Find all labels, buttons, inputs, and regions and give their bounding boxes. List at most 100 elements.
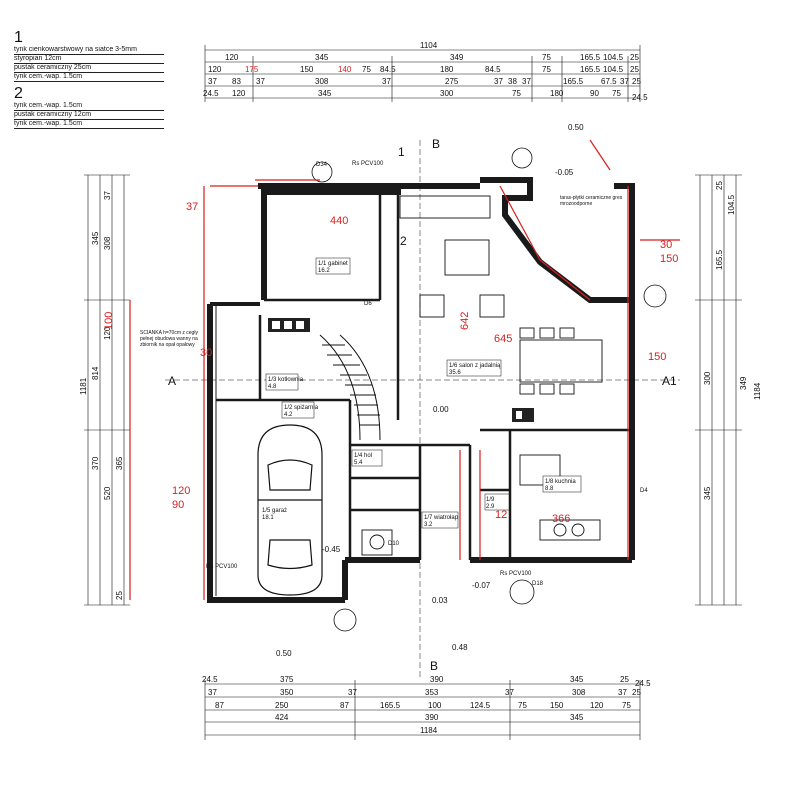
- svg-text:1/5 garaż: 1/5 garaż: [262, 508, 287, 514]
- red-note: 37: [186, 201, 198, 213]
- door-tag: D18: [532, 581, 544, 587]
- legend: 1 tynk cienkowarstwowy na siatce 3-5mm s…: [14, 30, 164, 129]
- dim-label: 37: [505, 688, 514, 697]
- red-note: 150: [648, 351, 666, 363]
- door-tag: D10: [388, 541, 400, 547]
- dim-top-total: 1104: [420, 41, 438, 50]
- bottom-dimension-lines: [204, 680, 641, 740]
- room-area: 16.2: [318, 268, 330, 274]
- dim-label: 24.5: [632, 93, 648, 102]
- level-terrace: -0.07: [472, 581, 491, 590]
- dim-label: 24.5: [203, 89, 219, 98]
- right-dimension-lines: [695, 174, 742, 606]
- dim-label: 308: [315, 77, 329, 86]
- room-name: kuchnia: [555, 479, 576, 485]
- section-markers: B B A A1 1 2: [165, 137, 680, 680]
- dim-right-total: 1184: [753, 382, 762, 400]
- terrace-note-text: taras-płytki ceramiczne gres mrozoodporn…: [560, 195, 623, 207]
- rs-bottom-tag: Rs PCV100: [500, 571, 532, 577]
- axis-1-label: 1: [398, 145, 405, 159]
- room-area: 4.2: [284, 412, 293, 418]
- red-note: 12: [495, 509, 507, 521]
- svg-text:1/4 hol: 1/4 hol: [354, 453, 372, 459]
- dim-label: 120: [232, 89, 246, 98]
- dim-bottom-total: 1184: [420, 726, 438, 735]
- dim-label: 370: [91, 456, 100, 470]
- level-mid: 0.00: [433, 405, 449, 414]
- dim-label-red: 175: [245, 65, 259, 74]
- dim-label: 25: [630, 65, 639, 74]
- red-note: 642: [459, 312, 471, 330]
- dim-label: 87: [340, 701, 349, 710]
- dim-label: 250: [275, 701, 289, 710]
- dim-bottom-row2: 37 350 37 353 37 308 37 25: [208, 688, 641, 697]
- dim-label: 345: [703, 486, 712, 500]
- dim-label: 814: [91, 366, 100, 380]
- svg-text:1/7 wiatrołap: 1/7 wiatrołap: [424, 515, 459, 521]
- dim-label: 37: [208, 77, 217, 86]
- dim-label: 24.5: [202, 675, 218, 684]
- svg-text:1/6 salon z jadalnią: 1/6 salon z jadalnią: [449, 363, 501, 369]
- scianka-note: ŚCIANKA h=70cm z cegły pełnej obudowa wa…: [140, 330, 198, 348]
- room-name: salon z jadalnią: [459, 363, 501, 369]
- dim-label-red: 140: [338, 65, 352, 74]
- room-id: 1/5: [262, 508, 271, 514]
- dim-label: 38: [508, 77, 517, 86]
- room-tag: 1/92.9: [484, 493, 510, 511]
- legend-row: pustak ceramiczny 12cm: [14, 111, 164, 120]
- dim-label: 349: [450, 53, 464, 62]
- level-bottom2: 0.48: [452, 643, 468, 652]
- dim-label: 104.5: [727, 194, 736, 215]
- dim-label: 37: [382, 77, 391, 86]
- red-markup-lines: [129, 139, 680, 600]
- room-id: 1/2: [284, 405, 293, 411]
- room-name: wiatrołap: [433, 515, 459, 521]
- svg-text:1/2 spiżarnia: 1/2 spiżarnia: [284, 405, 319, 411]
- dim-label: 300: [703, 371, 712, 385]
- section-b-bottom-label: B: [430, 659, 438, 673]
- red-note: 150: [660, 253, 678, 265]
- room-id: 1/8: [545, 479, 554, 485]
- dim-label: 424: [275, 713, 289, 722]
- dim-label: 308: [103, 236, 112, 250]
- room-area: 4.8: [268, 384, 277, 390]
- dim-bottom-row1: 24.5 375 390 345 25 24.5: [202, 675, 651, 688]
- dim-label: 120: [103, 326, 112, 340]
- legend-row: pustak ceramiczny 25cm: [14, 64, 164, 73]
- room-area: 2.9: [486, 504, 495, 510]
- dim-label: 345: [318, 89, 332, 98]
- dim-label: 353: [425, 688, 439, 697]
- dim-label: 75: [362, 65, 371, 74]
- dim-label: 100: [428, 701, 442, 710]
- exterior-walls: [207, 177, 635, 603]
- red-note: 120: [172, 485, 190, 497]
- dim-label: 25: [115, 591, 124, 600]
- dim-label: 350: [280, 688, 294, 697]
- room-name: kotłownia: [278, 377, 304, 383]
- room-id: 1/7: [424, 515, 433, 521]
- dim-label: 375: [280, 675, 294, 684]
- dim-label: 124.5: [470, 701, 491, 710]
- dim-label: 120: [590, 701, 604, 710]
- dim-label: 37: [208, 688, 217, 697]
- dim-label: 150: [300, 65, 314, 74]
- dim-label: 165.5: [715, 249, 724, 270]
- red-note: 30: [200, 347, 212, 359]
- dim-label: 165.5: [380, 701, 401, 710]
- dim-label: 84.5: [380, 65, 396, 74]
- terrace-note: taras-płytki ceramiczne gres mrozoodporn…: [560, 195, 623, 207]
- chimney-blocks: [268, 318, 534, 422]
- svg-text:1/3 kotłownia: 1/3 kotłownia: [268, 377, 304, 383]
- red-note: 366: [552, 513, 570, 525]
- section-a-left-label: A: [168, 374, 176, 388]
- furniture: [361, 195, 603, 556]
- rs-left-tag: Rs PCV100: [206, 564, 238, 570]
- dim-top-row4: 24.5 120 345 300 75 180 90 75 24.5: [203, 89, 648, 102]
- dim-label: 75: [612, 89, 621, 98]
- dim-label: 75: [542, 65, 551, 74]
